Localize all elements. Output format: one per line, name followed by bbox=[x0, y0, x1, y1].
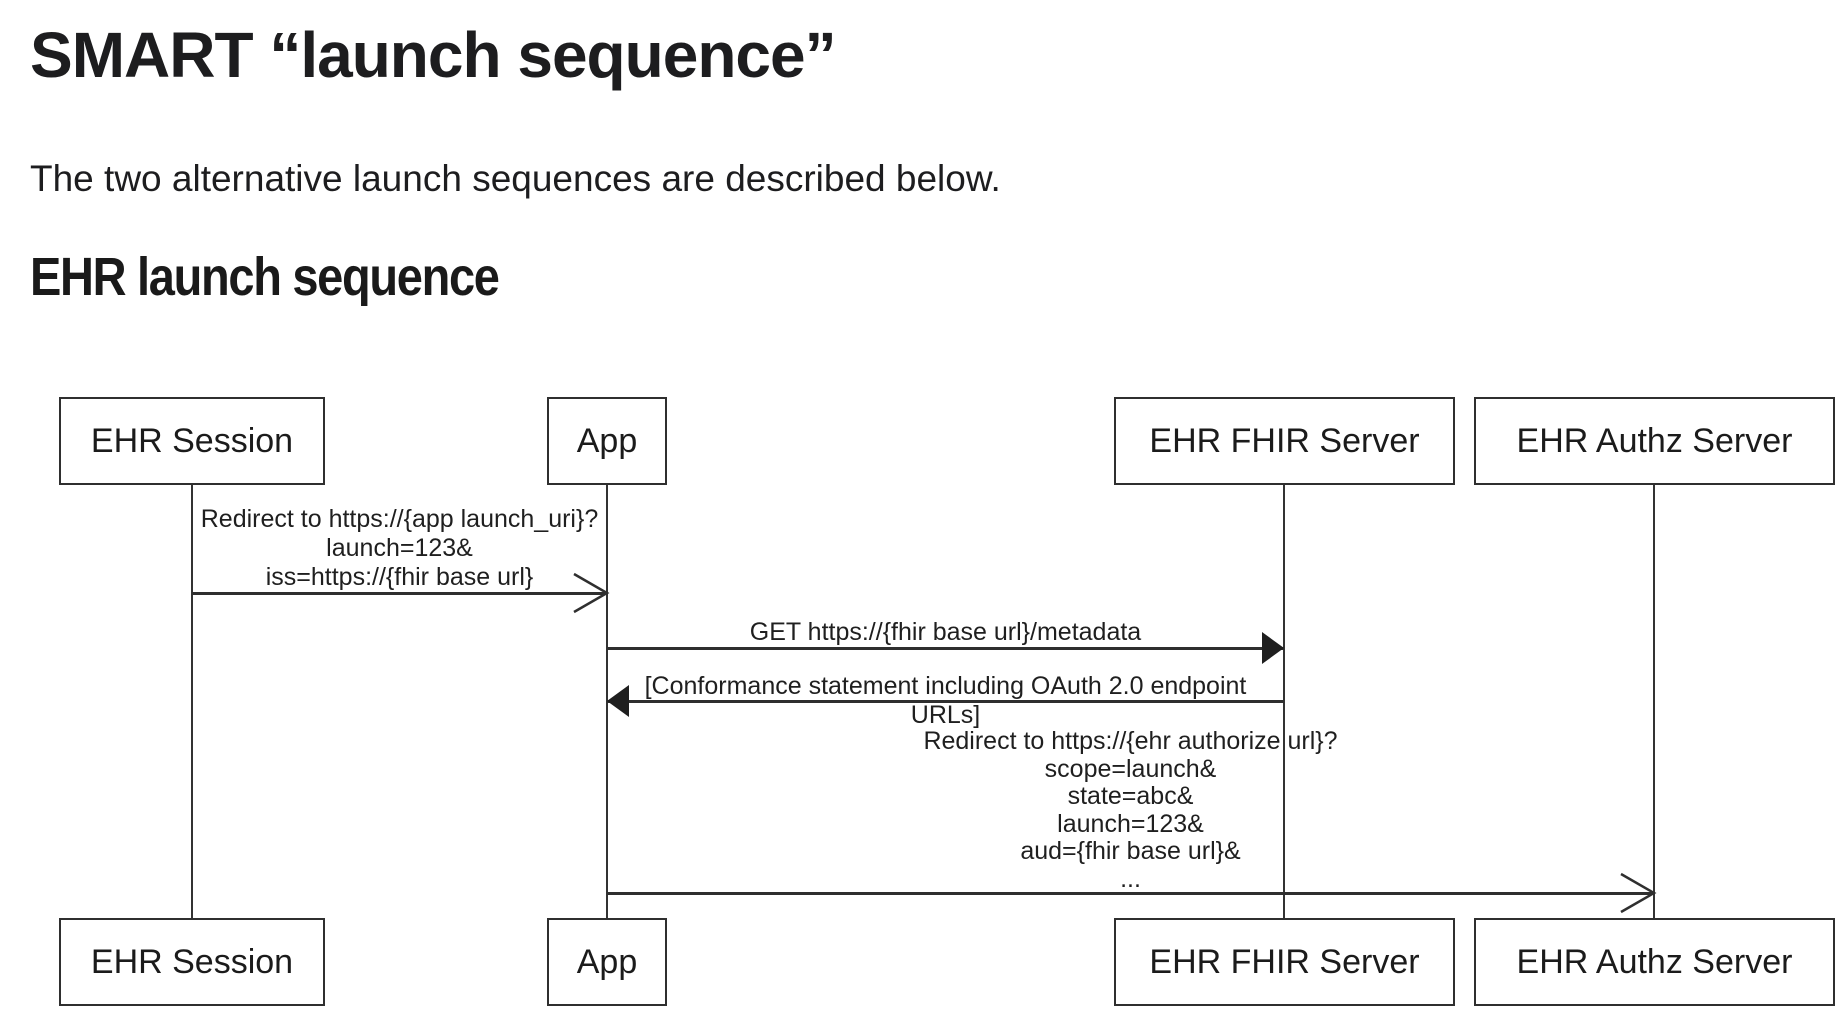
actor-box-app-top: App bbox=[547, 397, 667, 485]
actor-box-ehr-authz-server-bottom: EHR Authz Server bbox=[1474, 918, 1835, 1006]
message-4-arrow-line bbox=[607, 892, 1654, 895]
section-heading: EHR launch sequence bbox=[30, 247, 500, 307]
lifeline-ehr-fhir-server bbox=[1283, 485, 1285, 918]
message-4-label: Redirect to https://{ehr authorize url}?… bbox=[607, 727, 1654, 893]
message-3-arrow-line bbox=[607, 700, 1284, 703]
actor-box-ehr-session-top: EHR Session bbox=[59, 397, 325, 485]
message-text-line: scope=launch& bbox=[1044, 754, 1217, 783]
actor-box-app-bottom: App bbox=[547, 918, 667, 1006]
message-3-label: [Conformance statement including OAuth 2… bbox=[607, 672, 1284, 730]
message-text-line: Redirect to https://{ehr authorize url}? bbox=[923, 727, 1338, 755]
actor-label: EHR FHIR Server bbox=[1149, 421, 1420, 460]
message-text-line: Redirect to https://{app launch_uri}? bbox=[200, 505, 599, 533]
actor-label: EHR Authz Server bbox=[1516, 421, 1793, 460]
actor-box-ehr-fhir-server-bottom: EHR FHIR Server bbox=[1114, 918, 1455, 1006]
filled-arrowhead-icon bbox=[1262, 632, 1284, 664]
open-arrowhead-icon bbox=[1620, 872, 1657, 914]
page-title: SMART “launch sequence” bbox=[30, 19, 837, 91]
actor-box-ehr-fhir-server-top: EHR FHIR Server bbox=[1114, 397, 1455, 485]
message-text-line: ... bbox=[1120, 864, 1141, 893]
message-text-line: state=abc& bbox=[1067, 782, 1194, 810]
actor-label: App bbox=[576, 942, 638, 981]
actor-label: EHR Authz Server bbox=[1516, 942, 1793, 981]
actor-label: EHR FHIR Server bbox=[1149, 942, 1420, 981]
message-2-arrow-line bbox=[607, 647, 1284, 650]
message-2-label: GET https://{fhir base url}/metadata bbox=[607, 618, 1284, 647]
actor-label: App bbox=[576, 421, 638, 460]
actor-box-ehr-authz-server-top: EHR Authz Server bbox=[1474, 397, 1835, 485]
actor-label: EHR Session bbox=[90, 421, 294, 460]
message-text-line: launch=123& bbox=[326, 534, 473, 562]
message-1-label: Redirect to https://{app launch_uri}? la… bbox=[192, 505, 607, 592]
message-text-line: launch=123& bbox=[1057, 809, 1204, 838]
message-text-line: [Conformance statement including OAuth 2… bbox=[644, 672, 1247, 729]
message-text-line: aud={fhir base url}& bbox=[1020, 837, 1241, 865]
message-text-line: GET https://{fhir base url}/metadata bbox=[749, 618, 1142, 646]
lifeline-ehr-authz-server bbox=[1653, 485, 1655, 918]
lifeline-ehr-session bbox=[191, 485, 193, 918]
message-text-line: iss=https://{fhir base url} bbox=[265, 563, 534, 591]
filled-arrowhead-icon bbox=[607, 685, 629, 717]
actor-label: EHR Session bbox=[90, 942, 294, 981]
intro-text: The two alternative launch sequences are… bbox=[30, 158, 1001, 199]
message-1-arrow-line bbox=[192, 592, 607, 595]
actor-box-ehr-session-bottom: EHR Session bbox=[59, 918, 325, 1006]
open-arrowhead-icon bbox=[573, 572, 610, 614]
